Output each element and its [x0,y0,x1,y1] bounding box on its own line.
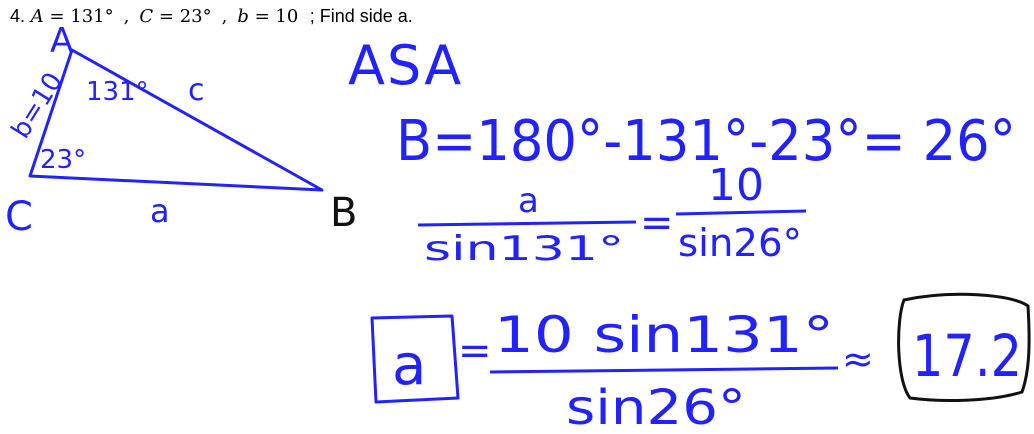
answer-denominator: sin26° [566,380,746,434]
law-of-sines-proportion: a sin131° = 10 sin26° [417,160,807,269]
approx-sign: ≈ [842,337,874,381]
given-b-value: 10 [275,6,299,27]
given-C-label: C [139,6,154,27]
ratio-right-fraction-bar [675,209,807,216]
problem-number: 4. [10,6,26,26]
problem-question: ; Find side a. [309,6,413,26]
given-C-value: 23° [179,6,212,27]
answer-value: 17.2 [912,322,1022,390]
vertex-A-label: A [50,21,73,61]
ratio-left-denominator: sin131° [424,229,624,269]
answer-fraction-bar [489,366,839,374]
final-answer: a = 10 sin131° sin26° ≈ 17.2 [370,292,1031,434]
vertex-C-label: C [5,194,33,240]
answer-equals: = [458,328,492,374]
given-A-label: A [30,6,44,27]
method-label: ASA [348,34,463,97]
answer-numerator: 10 sin131° [494,306,834,364]
answer-variable: a [392,333,426,398]
triangle-diagram: A B C b=10 c a 131° 23° [5,21,357,240]
given-A-value: 131° [70,6,114,27]
ratio-equals: = [640,200,674,246]
ratio-left-fraction-bar [417,220,637,227]
answer-value-box [897,292,1031,402]
given-b-label: b [237,6,249,27]
vertex-B-label: B [330,190,357,236]
side-a-label: a [150,192,170,230]
ratio-right-numerator: 10 [708,160,764,211]
side-b-label: b=10 [6,67,69,143]
triangle-outline [28,48,324,192]
ratio-left-numerator: a [518,181,539,221]
angle-A-label: 131° [86,77,149,107]
problem-statement: 4. A = 131° , C = 23° , b = 10 ; Find si… [10,6,413,27]
ratio-right-denominator: sin26° [678,221,802,265]
answer-variable-box [370,314,460,404]
angle-C-label: 23° [40,145,86,175]
side-c-label: c [188,73,205,108]
angle-B-computation: B=180°-131°-23°= 26° [396,109,1016,174]
